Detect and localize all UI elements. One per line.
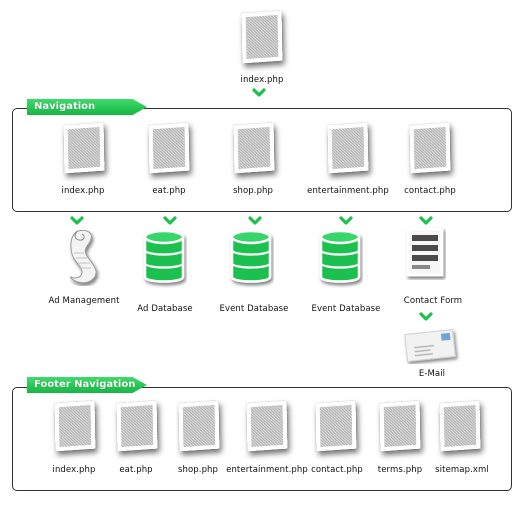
footer-navigation-section [12,387,512,491]
chevron-down-icon [252,88,266,97]
nav-contact-page-icon [409,122,451,174]
footer-contact-label: contact.php [311,465,363,475]
database-icon [230,229,272,283]
nav-eat-label: eat.php [152,186,186,196]
footer-eat-page-icon [116,400,158,452]
chevron-down-icon [163,216,177,225]
nav-entertainment-page-icon [327,122,369,174]
footer-entertainment-label: entertainment.php [226,465,308,475]
footer-shop-page-icon [178,400,220,452]
top-index-page-icon [241,10,283,64]
event-database-label: Event Database [219,304,289,314]
footer-shop-label: shop.php [177,465,219,475]
footer-index-label: index.php [52,465,96,475]
nav-entertainment-label: entertainment.php [307,186,389,196]
nav-shop-page-icon [233,122,275,174]
top-index-label: index.php [240,75,284,85]
footer-contact-page-icon [315,400,357,452]
footer-entertainment-page-icon [246,400,288,452]
footer-sitemap-page-icon [439,400,481,452]
envelope-icon [404,329,456,362]
chevron-down-icon [419,312,433,321]
chevron-down-icon [339,216,353,225]
footer-index-page-icon [54,400,96,452]
chevron-down-icon [70,216,84,225]
footer-terms-label: terms.php [377,465,423,475]
nav-contact-label: contact.php [404,186,456,196]
ad-management-label: Ad Management [48,296,120,306]
database-icon [143,229,185,283]
contact-form-label: Contact Form [403,296,463,306]
nav-eat-page-icon [148,122,190,174]
nav-index-label: index.php [61,186,105,196]
ad-database-label: Ad Database [137,304,193,314]
nav-shop-label: shop.php [232,186,274,196]
footer-navigation-banner: Footer Navigation [27,377,147,393]
database-icon [319,229,361,283]
footer-eat-label: eat.php [119,465,153,475]
footer-sitemap-label: sitemap.xml [435,465,489,475]
navigation-banner: Navigation [27,99,147,115]
chevron-down-icon [248,216,262,225]
footer-terms-page-icon [379,400,421,452]
email-label: E-Mail [418,369,446,379]
event-database-label: Event Database [311,304,381,314]
form-icon [406,227,444,277]
nav-index-page-icon [63,122,105,174]
scroll-icon [69,229,97,284]
navigation-section [12,108,512,212]
chevron-down-icon [419,216,433,225]
